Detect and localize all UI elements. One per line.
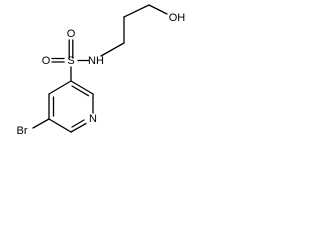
- bond-c5-br: [32, 118, 50, 129]
- molecule-diagram: O S O NH OH Br N: [17, 4, 186, 137]
- bond-ring-c5-c6: [48, 118, 72, 133]
- bond-ring-c3-c2-inner: [71, 85, 90, 97]
- bond-nh-c1: [100, 42, 125, 57]
- bond-ring-c6-n: [70, 122, 87, 133]
- atom-labels: O S O NH OH Br N: [17, 12, 186, 137]
- bond-ring-c3-c2: [70, 80, 94, 95]
- atom-sulfur: S: [67, 55, 74, 67]
- bond-c2-c3: [123, 4, 150, 18]
- atom-bromine: Br: [17, 125, 28, 137]
- atom-hydroxyl: OH: [169, 12, 186, 24]
- atom-ring-nitrogen: N: [89, 113, 97, 125]
- atom-oxygen-top: O: [67, 28, 76, 40]
- bond-ring-c3-c4: [48, 80, 72, 95]
- bond-c3-oh: [148, 4, 168, 15]
- atom-oxygen-left: O: [42, 55, 51, 67]
- bond-ring-c6-n-inner: [71, 119, 85, 128]
- atom-nh: NH: [88, 55, 104, 67]
- bonds: [32, 4, 168, 133]
